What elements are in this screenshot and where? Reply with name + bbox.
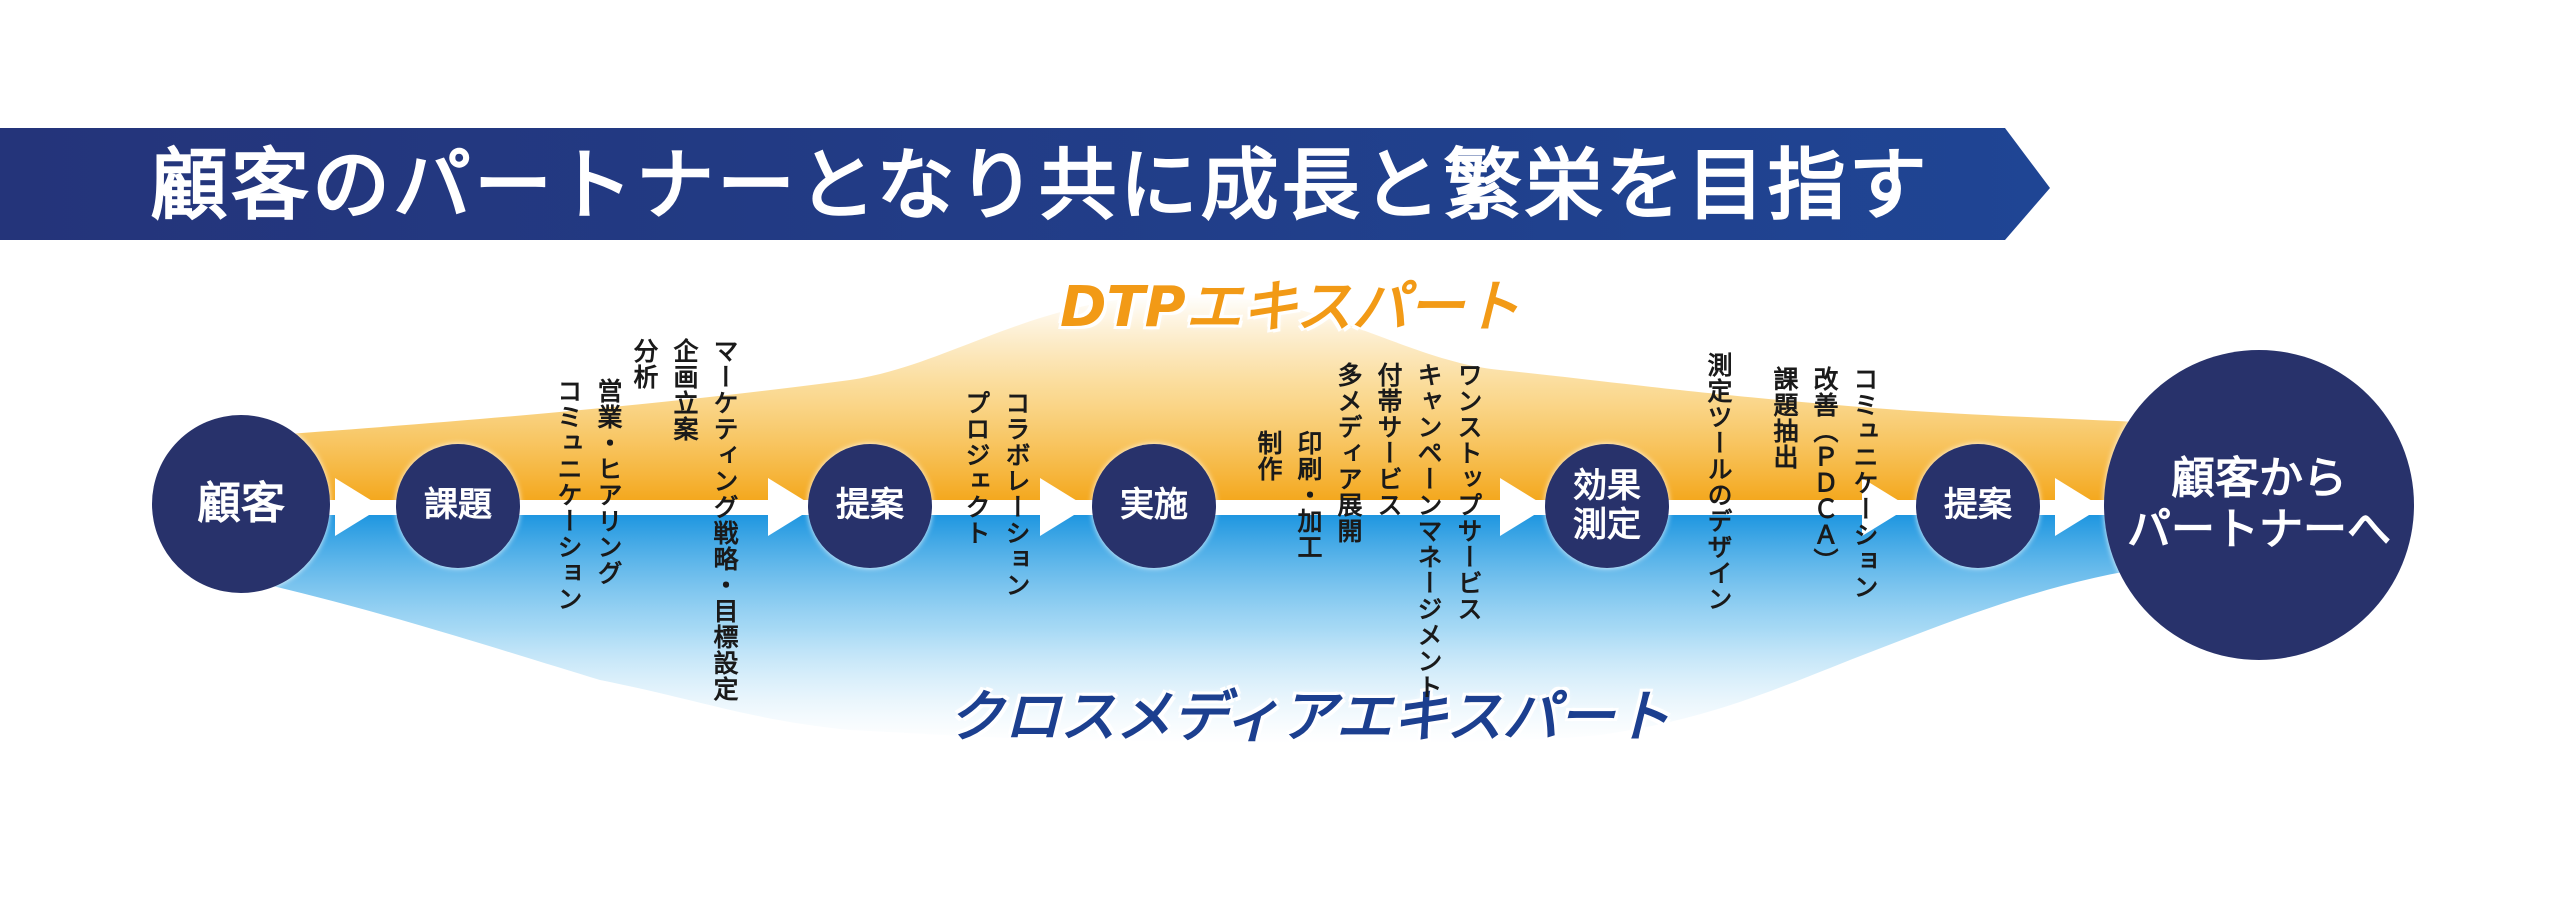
issue-task-marketing: マーケティング戦略・目標設定 — [710, 338, 739, 702]
effect-task-improvement: 改善（ＰＤＣＡ） — [1810, 366, 1839, 574]
title-banner-arrow — [0, 128, 2050, 240]
node-proposal-2-label: 提案 — [1944, 485, 2012, 526]
flow-line — [240, 500, 2240, 514]
execution-tasks-column-2: ワンストップサービス キャンペーンマネージメント 付帯サービス 多メディア展開 — [1328, 362, 1488, 700]
node-effect-line1: 効果 — [1573, 465, 1641, 506]
node-effect-measurement: 効果 測定 — [1545, 444, 1669, 568]
dtp-band — [200, 294, 2250, 500]
flow-arrowheads — [335, 478, 2102, 536]
node-partner: 顧客から パートナーへ — [2104, 350, 2414, 660]
effect-task-extraction: 課題抽出 — [1770, 366, 1799, 470]
cross-media-expert-label: クロスメディアエキスパート — [948, 685, 1671, 750]
node-execution: 実施 — [1092, 444, 1216, 568]
banner-title: 顧客のパートナーとなり共に成長と繁栄を目指す — [150, 141, 1930, 231]
node-issue-label: 課題 — [424, 485, 492, 526]
dtp-expert-label: DTPエキスパート — [1060, 275, 1521, 340]
execution-task-incidental: 付帯サービス — [1374, 362, 1403, 518]
effect-task-measurement-tool: 測定ツールのデザイン — [1704, 352, 1733, 612]
issue-task-planning: 企画立案 — [670, 338, 699, 442]
node-proposal-2: 提案 — [1916, 444, 2040, 568]
effect-tasks-column-1: 測定ツールのデザイン — [1698, 352, 1738, 612]
execution-task-campaign: キャンペーンマネージメント — [1414, 362, 1443, 700]
execution-task-print: 印刷・加工 — [1294, 430, 1323, 560]
node-customer-label: 顧客 — [197, 477, 285, 529]
issue-tasks-column-2: マーケティング戦略・目標設定 企画立案 分析 — [624, 338, 744, 702]
effect-tasks-column-2: コミュニケーション 改善（ＰＤＣＡ） 課題抽出 — [1764, 366, 1884, 600]
execution-task-multimedia: 多メディア展開 — [1334, 362, 1363, 544]
effect-task-communication: コミュニケーション — [1850, 366, 1879, 600]
node-issue: 課題 — [396, 444, 520, 568]
issue-tasks-column-1: 営業・ヒアリング コミュニケーション — [548, 378, 628, 612]
execution-task-one-stop: ワンストップサービス — [1454, 362, 1483, 622]
issue-task-sales-hearing: 営業・ヒアリング — [594, 378, 623, 586]
proposal-task-project: プロジェクト — [962, 390, 991, 546]
node-proposal-1-label: 提案 — [836, 485, 904, 526]
cross-media-band — [200, 515, 2250, 744]
node-effect-line2: 測定 — [1573, 505, 1641, 545]
execution-task-production: 制作 — [1254, 430, 1283, 482]
node-execution-label: 実施 — [1120, 485, 1188, 526]
node-partner-line1: 顧客から — [2171, 453, 2347, 505]
node-customer: 顧客 — [152, 415, 330, 593]
node-proposal-1: 提案 — [808, 444, 932, 568]
execution-tasks-column-1: 印刷・加工 制作 — [1248, 430, 1328, 560]
node-partner-line2: パートナーへ — [2127, 504, 2391, 555]
issue-task-communication: コミュニケーション — [554, 378, 583, 612]
issue-task-analysis: 分析 — [630, 338, 659, 390]
proposal-task-collaboration: コラボレーション — [1002, 390, 1031, 598]
proposal-tasks-column: コラボレーション プロジェクト — [956, 390, 1036, 598]
